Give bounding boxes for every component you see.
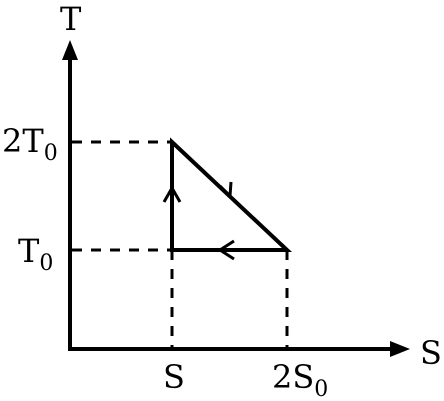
y-axis-arrowhead — [62, 40, 78, 60]
arrow-down-on-diagonal — [218, 181, 233, 200]
tick-label-s: S — [163, 358, 185, 396]
tick-label-t0: T0 — [18, 232, 53, 276]
y-axis-label: T — [60, 0, 82, 38]
arrow-left-on-bottom-edge — [217, 239, 235, 261]
tick-label-2s0: 2S0 — [272, 358, 328, 401]
x-axis-label: S — [420, 334, 442, 372]
tick-label-2t0: 2T0 — [2, 122, 58, 166]
arrow-up-on-left-edge — [162, 184, 182, 203]
x-axis-arrowhead — [390, 341, 410, 357]
